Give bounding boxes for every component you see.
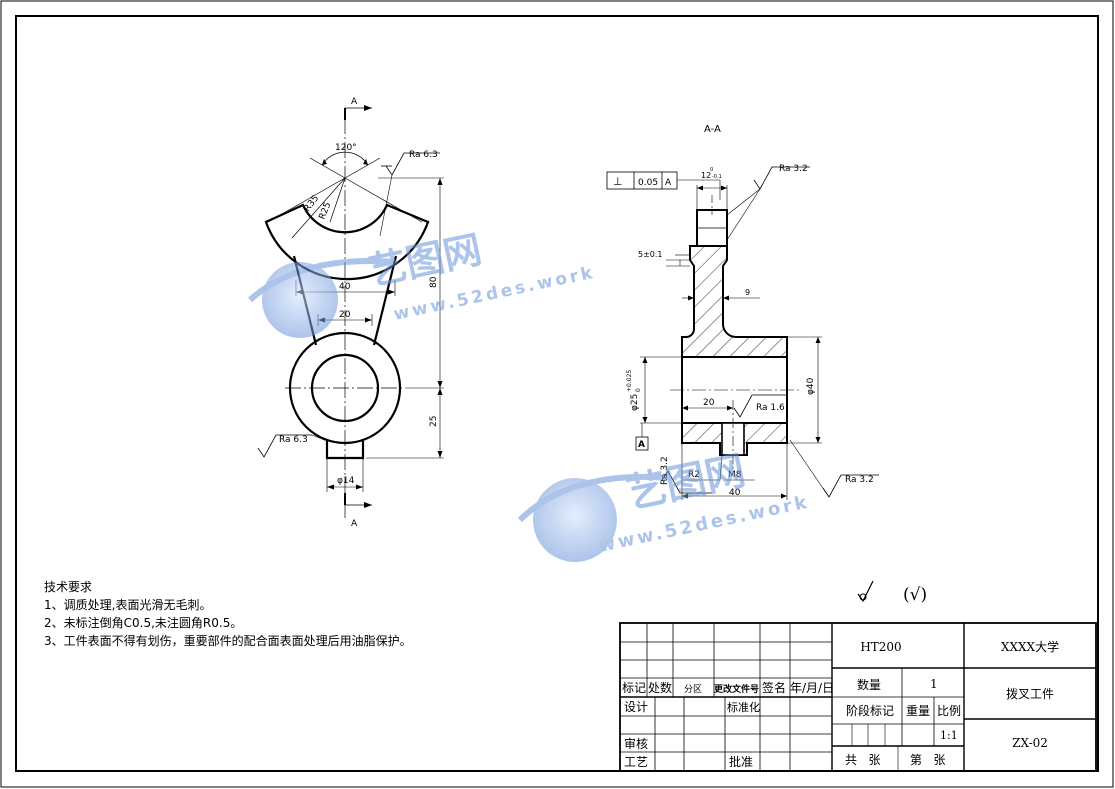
sheets-total: 共 张 — [845, 753, 880, 767]
angle-120-label: 120° — [335, 143, 357, 153]
roughness-section-right: Ra 3.2 — [845, 475, 874, 485]
watermark-lower: 艺图网 www.52des.work — [517, 448, 811, 562]
watermark-upper: 艺图网 www.52des.work — [247, 227, 597, 338]
roughness-left-label: Ra 6.3 — [279, 435, 308, 445]
part-name: 拨叉工件 — [1006, 687, 1054, 701]
dim-40-section-label: 40 — [729, 488, 741, 498]
school-name: XXXX大学 — [1001, 639, 1059, 654]
dim-phi25-tol: +0.025 — [626, 370, 633, 392]
rev-header-date: 年/月/日 — [790, 681, 834, 695]
tolerance-value: 0.05 — [638, 178, 658, 188]
rev-header-count: 处数 — [648, 680, 672, 695]
rev-header-doc: 更改文件号 — [714, 683, 759, 695]
dim-80-label: 80 — [429, 276, 439, 288]
dim-9-label: 9 — [745, 288, 750, 297]
radius-r35-label: R35 — [302, 194, 321, 214]
dim-12-label: 12 — [701, 171, 711, 180]
scale-value: 1:1 — [940, 729, 958, 742]
other-roughness-mark — [857, 580, 874, 603]
dim-phi25-tol-lower: 0 — [635, 388, 642, 392]
roughness-top-label: Ra 6.3 — [409, 150, 438, 160]
quantity-label: 数量 — [857, 677, 881, 692]
tolerance-perpendicular-symbol: ⊥ — [613, 175, 623, 188]
approve-label: 批准 — [729, 754, 753, 769]
roughness-section-left: Ra 3.2 — [660, 456, 670, 485]
section-view-title: A-A — [704, 124, 721, 135]
rev-header-zone: 分区 — [684, 684, 702, 695]
weight-label: 重量 — [906, 704, 930, 718]
other-roughness-label: (√) — [903, 585, 927, 605]
dim-20-section-label: 20 — [703, 398, 715, 408]
rev-header-mark: 标记 — [622, 681, 646, 695]
review-label: 审核 — [624, 736, 648, 751]
thread-m8-label: M8 — [728, 470, 742, 480]
roughness-bore: Ra 1.6 — [756, 403, 785, 413]
notes-title: 技术要求 — [44, 580, 92, 594]
note-3: 3、工件表面不得有划伤，重要部件的配合面表面处理后用油脂保护。 — [44, 633, 412, 648]
note-1: 1、调质处理,表面光滑无毛刺。 — [44, 598, 211, 612]
title-block-text: HT200 XXXX大学 数量 1 拨叉工件 阶段标记 重量 比例 1:1 ZX… — [622, 639, 1059, 769]
title-block — [619, 622, 1097, 772]
section-arrow-top-label: A — [351, 97, 358, 107]
standardize-label: 标准化 — [727, 700, 760, 714]
quantity-value: 1 — [930, 677, 938, 691]
radius-r2-label: R2 — [688, 470, 700, 480]
technical-notes: 技术要求 1、调质处理,表面光滑无毛刺。 2、未标注倒角C0.5,未注圆角R0.… — [44, 580, 412, 648]
dim-phi40-label: φ40 — [806, 377, 816, 395]
stage-label: 阶段标记 — [846, 703, 894, 718]
rev-header-sign: 签名 — [762, 680, 786, 695]
dim-phi25-label: φ25 — [630, 394, 640, 411]
dim-12-tol-lower: -0.1 — [712, 174, 722, 180]
inner-frame — [15, 15, 1099, 772]
roughness-section-top: Ra 3.2 — [779, 164, 808, 174]
drawing-number: ZX-02 — [1012, 736, 1048, 750]
dim-12-tol-upper: 0 — [710, 167, 713, 173]
section-arrow-bottom-label: A — [351, 519, 358, 529]
dim-25-label: 25 — [429, 416, 439, 427]
watermark-upper-cn: 艺图网 — [365, 227, 486, 294]
section-view — [606, 166, 879, 500]
material: HT200 — [860, 640, 901, 654]
dim-20-label: 20 — [339, 310, 351, 320]
process-label: 工艺 — [624, 755, 648, 769]
dim-phi14-label: φ14 — [337, 476, 355, 486]
note-2: 2、未标注倒角C0.5,未注圆角R0.5。 — [44, 615, 242, 630]
tolerance-datum: A — [665, 178, 672, 188]
dim-40-label: 40 — [339, 282, 351, 292]
design-label: 设计 — [624, 700, 648, 714]
scale-label: 比例 — [937, 704, 961, 718]
datum-a-label: A — [638, 440, 645, 450]
dim-5-label: 5±0.1 — [638, 250, 663, 259]
sheet-number: 第 张 — [910, 753, 945, 767]
